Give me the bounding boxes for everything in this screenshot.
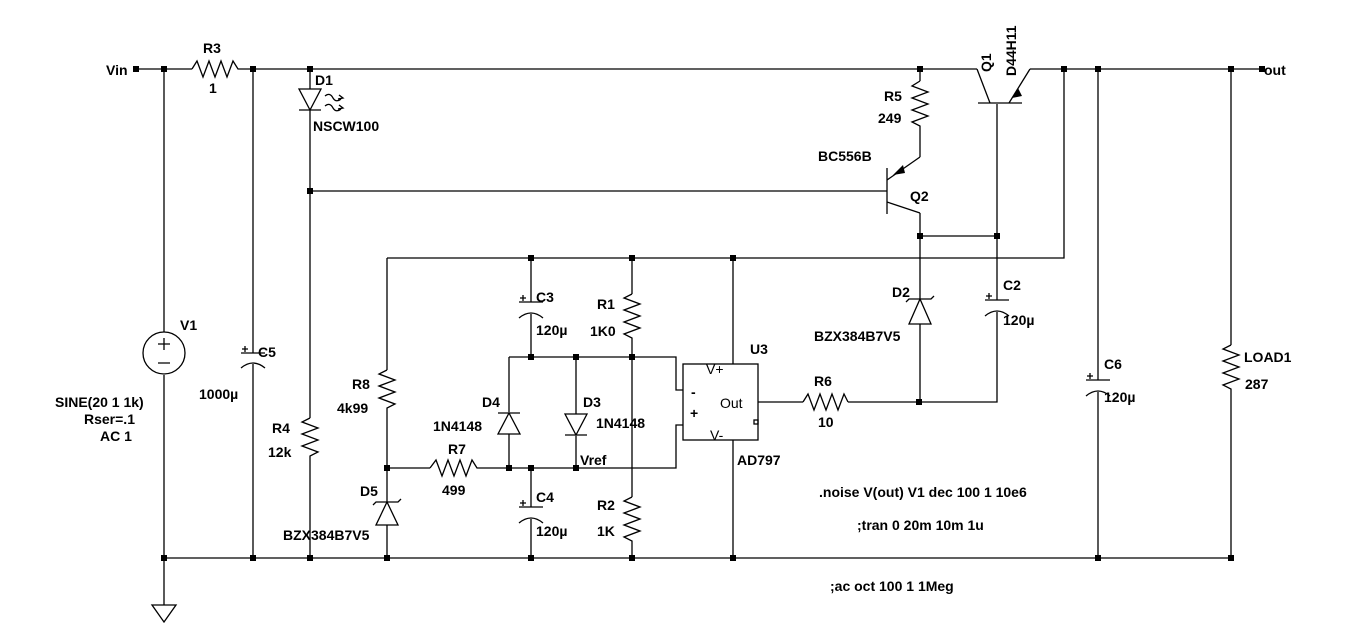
vin-port <box>133 66 139 72</box>
c2-value: 120µ <box>1003 312 1034 328</box>
zener-d5[interactable]: D5 BZX384B7V5 <box>283 483 402 543</box>
opamp-u3[interactable]: U3 V+ - + Out V- AD797 <box>682 341 781 468</box>
diode-d3[interactable]: D3 1N4148 <box>563 394 645 437</box>
d1-ref: D1 <box>315 72 333 88</box>
c2-ref: C2 <box>1003 277 1021 293</box>
d5-value: BZX384B7V5 <box>283 527 370 543</box>
d3-value: 1N4148 <box>596 415 645 431</box>
r7-ref: R7 <box>448 441 466 457</box>
c6-value: 120µ <box>1104 389 1135 405</box>
u3-pin-noninv: + <box>690 405 698 421</box>
directive-tran[interactable]: ;tran 0 20m 10m 1u <box>857 517 984 533</box>
u3-ref: U3 <box>750 341 768 357</box>
c4-value: 120µ <box>536 523 567 539</box>
resistor-r1[interactable]: R1 1K0 <box>590 293 642 342</box>
out-port <box>1259 66 1265 72</box>
voltage-source-v1[interactable]: V1 SINE(20 1 1k) Rser=.1 AC 1 <box>55 317 197 444</box>
r4-value: 12k <box>268 444 292 460</box>
u3-pin-inv: - <box>691 384 696 400</box>
transistor-q2[interactable]: BC556B Q2 <box>818 148 929 214</box>
r1-ref: R1 <box>597 296 615 312</box>
r3-ref: R3 <box>203 40 221 56</box>
u3-pin-vminus: V- <box>710 427 724 443</box>
resistor-r6[interactable]: R6 10 <box>802 373 849 430</box>
c4-ref: C4 <box>536 489 554 505</box>
led-d1[interactable]: D1 NSCW100 <box>297 72 379 134</box>
r2-value: 1K <box>597 523 615 539</box>
capacitor-c2[interactable]: C2 120µ <box>984 277 1034 328</box>
c3-ref: C3 <box>536 289 554 305</box>
load1-value: 287 <box>1245 376 1269 392</box>
net-label-vin: Vin <box>106 62 128 78</box>
q1-ref: Q1 <box>978 53 994 72</box>
junctions <box>161 66 1234 561</box>
net-label-vref: Vref <box>580 452 607 468</box>
c5-value: 1000µ <box>199 386 238 402</box>
resistor-r3[interactable]: R3 1 <box>191 40 242 96</box>
resistor-load1[interactable]: LOAD1 287 <box>1221 344 1292 393</box>
capacitor-c6[interactable]: C6 120µ <box>1085 356 1135 405</box>
r4-ref: R4 <box>272 420 290 436</box>
r1-value: 1K0 <box>590 323 616 339</box>
u3-value: AD797 <box>737 452 781 468</box>
r2-ref: R2 <box>597 497 615 513</box>
q1-value: D44H11 <box>1003 25 1019 76</box>
capacitor-c4[interactable]: C4 120µ <box>518 489 567 539</box>
resistor-r7[interactable]: R7 499 <box>429 441 481 498</box>
u3-pin-vplus: V+ <box>706 361 724 377</box>
directive-noise[interactable]: .noise V(out) V1 dec 100 1 10e6 <box>819 484 1027 500</box>
capacitor-c3[interactable]: C3 120µ <box>518 289 567 338</box>
zener-d2[interactable]: D2 BZX384B7V5 <box>814 284 935 344</box>
r6-ref: R6 <box>814 373 832 389</box>
r6-value: 10 <box>818 414 834 430</box>
c3-value: 120µ <box>536 322 567 338</box>
d1-value: NSCW100 <box>313 118 379 134</box>
r3-value: 1 <box>209 80 217 96</box>
r8-ref: R8 <box>352 376 370 392</box>
u3-pin-out: Out <box>720 395 743 411</box>
c5-ref: C5 <box>258 344 276 360</box>
r8-value: 4k99 <box>337 400 368 416</box>
d2-ref: D2 <box>892 284 910 300</box>
v1-line1: SINE(20 1 1k) <box>55 394 144 410</box>
d2-value: BZX384B7V5 <box>814 328 901 344</box>
directive-ac[interactable]: ;ac oct 100 1 1Meg <box>830 578 954 594</box>
diode-d4[interactable]: D4 1N4148 <box>433 394 522 435</box>
load1-ref: LOAD1 <box>1244 349 1292 365</box>
r5-value: 249 <box>878 110 902 126</box>
resistor-r2[interactable]: R2 1K <box>597 496 642 544</box>
wires <box>136 68 1262 605</box>
resistor-r8[interactable]: R8 4k99 <box>337 369 397 416</box>
d4-value: 1N4148 <box>433 418 482 434</box>
q2-ref: Q2 <box>910 188 929 204</box>
transistor-q1[interactable]: Q1 D44H11 <box>976 25 1031 104</box>
ground-icon <box>150 604 178 624</box>
capacitor-c5[interactable]: C5 1000µ <box>199 344 276 402</box>
r5-ref: R5 <box>884 88 902 104</box>
d5-ref: D5 <box>360 483 378 499</box>
d4-ref: D4 <box>482 394 500 410</box>
net-label-out: out <box>1264 62 1286 78</box>
q2-value: BC556B <box>818 148 872 164</box>
v1-line3: AC 1 <box>100 428 132 444</box>
d3-ref: D3 <box>583 394 601 410</box>
v1-line2: Rser=.1 <box>84 411 135 427</box>
r7-value: 499 <box>442 482 466 498</box>
resistor-r5[interactable]: R5 249 <box>878 80 930 131</box>
c6-ref: C6 <box>1104 356 1122 372</box>
resistor-r4[interactable]: R4 12k <box>268 417 320 460</box>
v1-ref: V1 <box>180 317 197 333</box>
